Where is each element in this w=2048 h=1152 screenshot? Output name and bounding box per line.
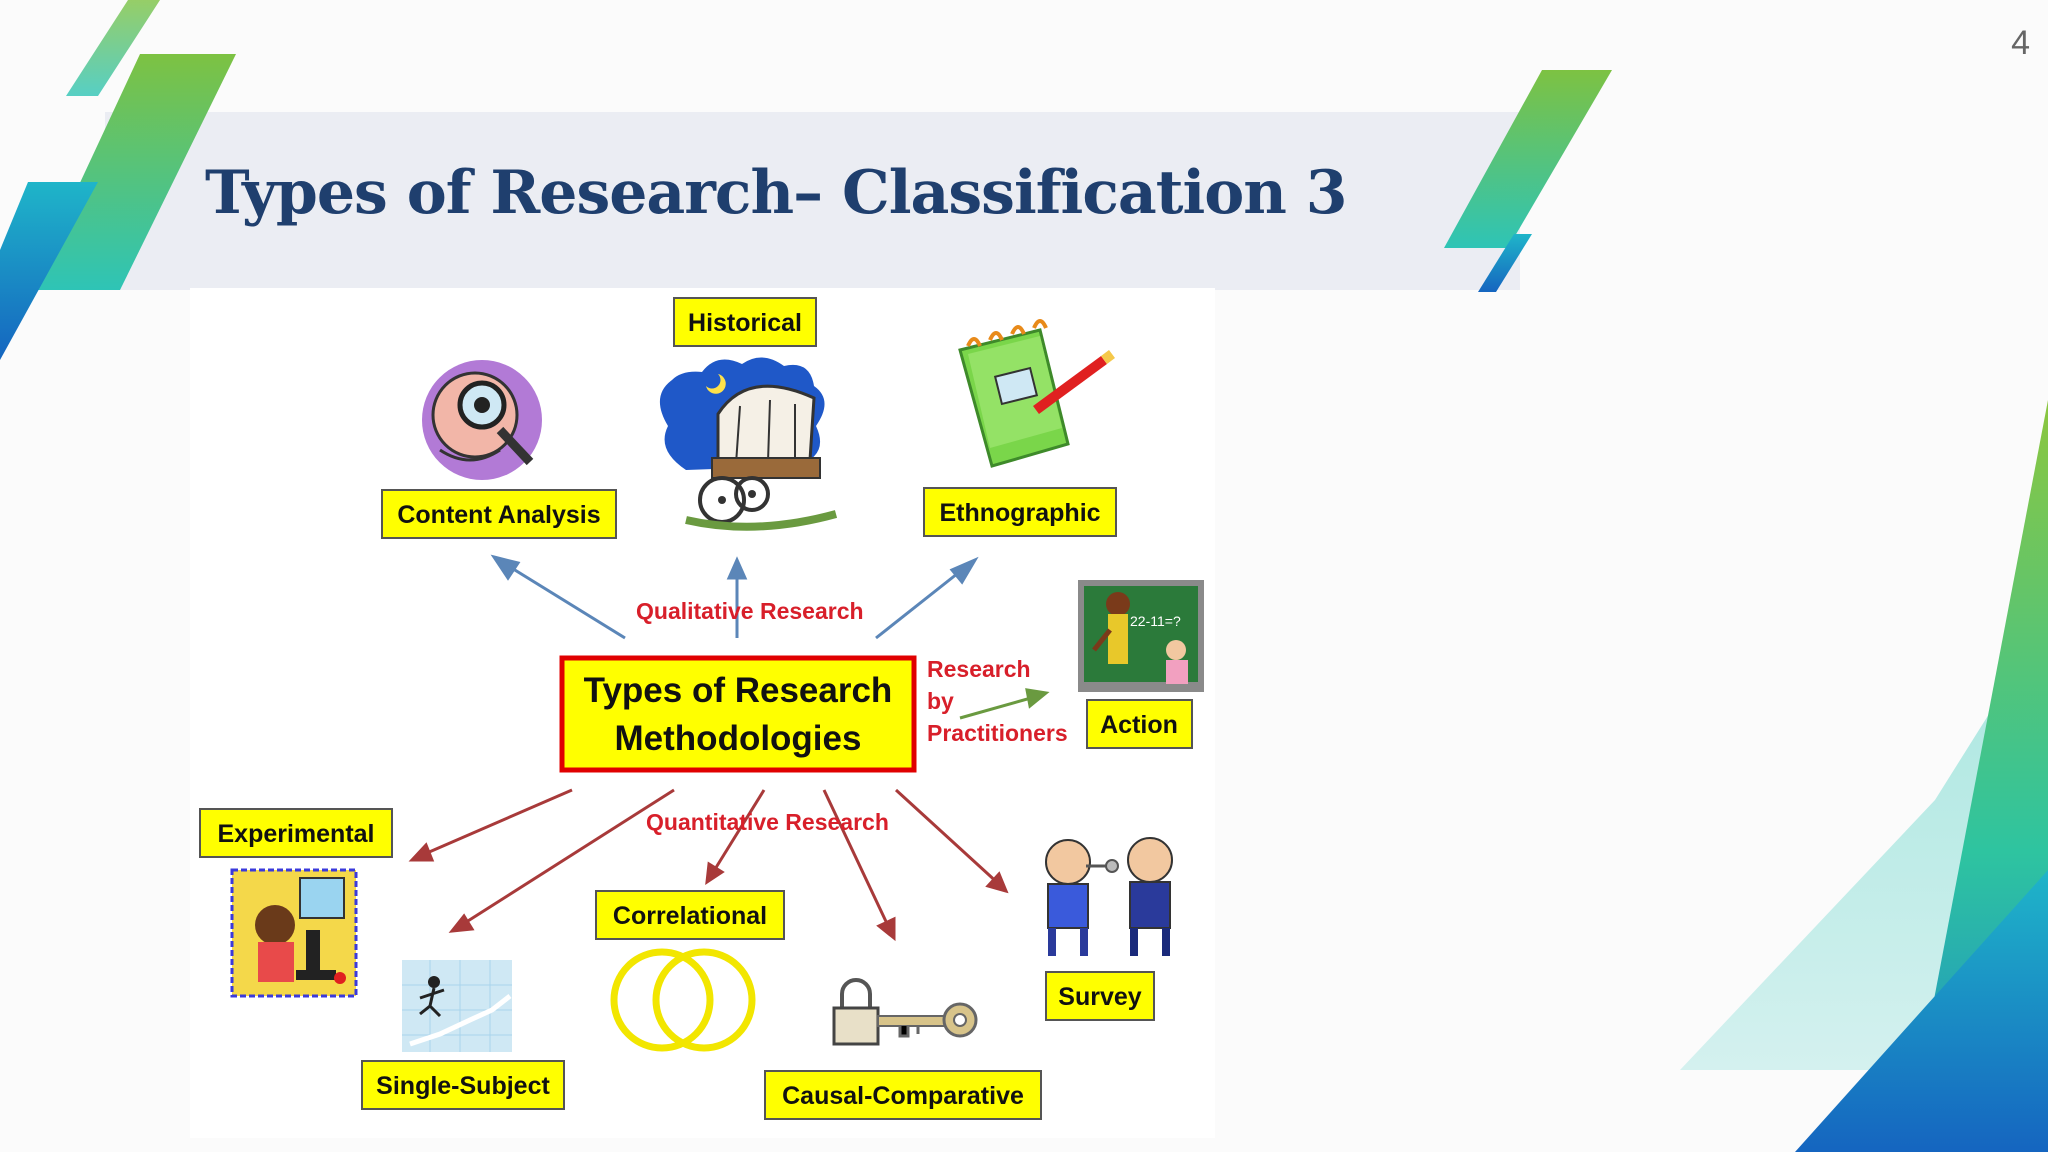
notepad-pen-clipart: [958, 319, 1115, 468]
stripe-right-blue: [1795, 870, 2048, 1152]
ethnographic-label: Ethnographic: [939, 499, 1100, 527]
survey-label: Survey: [1058, 983, 1141, 1011]
chalkboard-text: 22-11=?: [1130, 613, 1181, 629]
stripe-title-right-green: [1444, 70, 1612, 248]
page-number: 4: [2011, 24, 2030, 62]
teacher-chalkboard-clipart: 22-11=?: [1078, 580, 1204, 692]
content-analysis-label: Content Analysis: [397, 501, 600, 529]
practitioners-label-line1: Research: [927, 656, 1031, 682]
correlational-label: Correlational: [613, 902, 767, 930]
practitioner-arrow: [959, 688, 1050, 720]
qualitative-arrows: [490, 554, 979, 640]
running-chart-clipart: [402, 960, 512, 1052]
quantitative-arrows: [408, 788, 1009, 942]
action-label: Action: [1100, 711, 1178, 739]
stripe-title-right-blue: [1478, 234, 1532, 292]
center-box: Types of Research Methodologies: [559, 655, 917, 773]
qualitative-research-label: Qualitative Research: [636, 598, 864, 624]
slide-title: Types of Research– Classification 3: [205, 158, 1348, 228]
single-subject-label: Single-Subject: [376, 1072, 550, 1100]
causal-comparative-label: Causal-Comparative: [782, 1082, 1024, 1110]
practitioners-label-line2: by: [927, 688, 954, 714]
lock-key-clipart: [832, 978, 978, 1046]
center-line2: Methodologies: [615, 719, 862, 758]
covered-wagon-clipart: [659, 357, 838, 531]
experimental-label: Experimental: [217, 820, 374, 848]
title-band: [105, 112, 1520, 290]
interlocking-rings-clipart: [610, 948, 756, 1052]
center-line1: Types of Research: [584, 671, 893, 710]
stripe-top-left-small: [66, 0, 160, 96]
practitioners-label-line3: Practitioners: [927, 720, 1068, 746]
microscope-girl-clipart: [230, 868, 358, 998]
quantitative-research-label: Quantitative Research: [646, 809, 889, 835]
magnifier-clipart: [422, 360, 542, 480]
historical-label: Historical: [688, 309, 802, 337]
stripe-left-green: [30, 54, 236, 290]
survey-people-clipart: [1045, 837, 1173, 956]
stripe-left-blue: [0, 182, 98, 360]
